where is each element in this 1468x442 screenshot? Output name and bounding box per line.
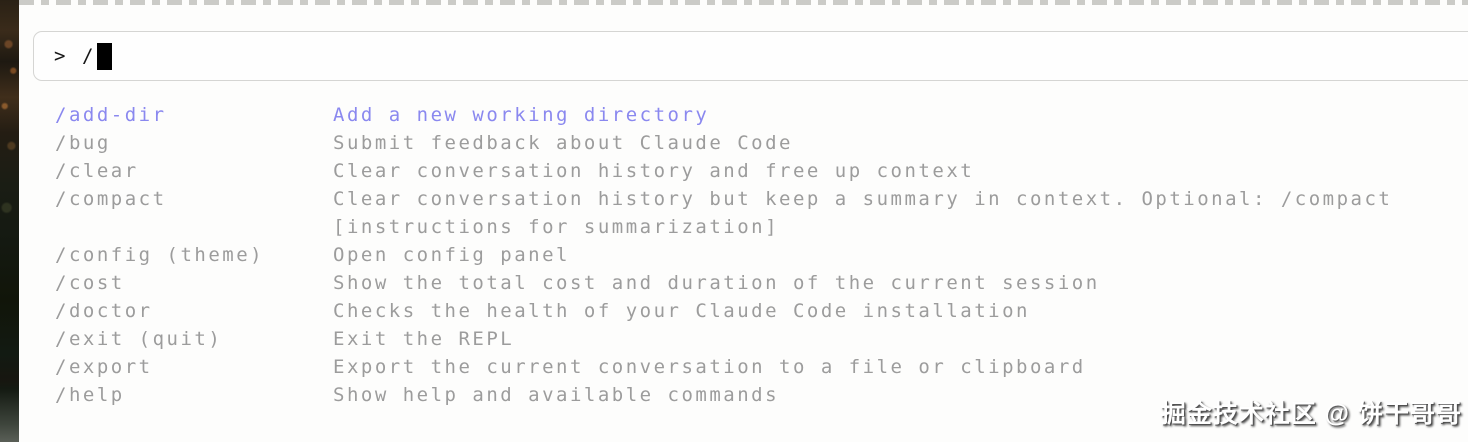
command-description: Show the total cost and duration of the … — [333, 272, 1100, 294]
desktop-wallpaper-edge — [0, 0, 19, 442]
command-menu-item[interactable]: /bug Submit feedback about Claude Code — [55, 129, 1423, 157]
prompt-symbol: > — [54, 45, 68, 67]
input-value: / — [81, 45, 96, 67]
command-name: /exit (quit) — [55, 328, 223, 350]
command-description: Show help and available commands — [333, 384, 780, 406]
command-name: /add-dir — [55, 104, 167, 126]
command-description: Clear conversation history and free up c… — [333, 160, 975, 182]
command-name: /compact — [55, 188, 167, 210]
command-description: Clear conversation history but keep a su… — [333, 188, 1393, 238]
command-description: Add a new working directory — [333, 104, 710, 126]
command-menu-item[interactable]: /compact Clear conversation history but … — [55, 185, 1423, 241]
watermark: 掘金技术社区 @ 饼干哥哥 — [1160, 400, 1462, 428]
command-description: Submit feedback about Claude Code — [333, 132, 793, 154]
cropped-text-remnant — [19, 0, 1468, 5]
command-menu-item[interactable]: /exit (quit) Exit the REPL — [55, 325, 1423, 353]
command-input-box[interactable]: > / — [33, 31, 1468, 81]
command-menu-item[interactable]: /clear Clear conversation history and fr… — [55, 157, 1423, 185]
command-menu-item[interactable]: /export Export the current conversation … — [55, 353, 1423, 381]
text-cursor — [96, 42, 112, 70]
command-menu-item[interactable]: /cost Show the total cost and duration o… — [55, 269, 1423, 297]
command-name: /clear — [55, 160, 139, 182]
command-name: /config (theme) — [55, 244, 265, 266]
command-menu-item[interactable]: /add-dir Add a new working directory — [55, 101, 1423, 129]
command-menu-item[interactable]: /doctor Checks the health of your Claude… — [55, 297, 1423, 325]
command-menu-item[interactable]: /help Show help and available commands — [55, 381, 1423, 409]
command-name: /help — [55, 384, 125, 406]
command-name: /cost — [55, 272, 125, 294]
command-description: Export the current conversation to a fil… — [333, 356, 1086, 378]
command-name: /export — [55, 356, 153, 378]
command-description: Checks the health of your Claude Code in… — [333, 300, 1030, 322]
command-name: /doctor — [55, 300, 153, 322]
command-description: Open config panel — [333, 244, 570, 266]
command-menu-item[interactable]: /config (theme) Open config panel — [55, 241, 1423, 269]
command-description: Exit the REPL — [333, 328, 515, 350]
command-name: /bug — [55, 132, 111, 154]
command-suggestions-menu: /add-dir Add a new working directory /bu… — [55, 101, 1423, 409]
